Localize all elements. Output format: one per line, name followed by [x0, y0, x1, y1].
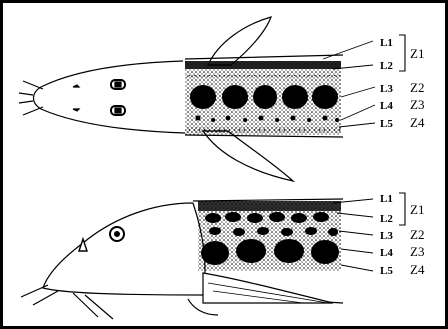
dorsal-bracket — [399, 35, 405, 71]
barbel-lower — [23, 107, 43, 115]
side-label-L3: L3 — [380, 230, 393, 242]
lateral-bracket — [399, 193, 405, 225]
lateral-head — [43, 203, 203, 295]
barbel-4 — [85, 295, 113, 319]
side-label-Z1: Z1 — [410, 202, 424, 217]
dorsal-head — [34, 61, 186, 133]
top-label-L5: L5 — [380, 118, 393, 130]
barbel-1 — [21, 285, 48, 297]
top-label-L2: L2 — [380, 60, 393, 72]
dorsal-view — [19, 17, 405, 181]
side-label-L4: L4 — [380, 247, 393, 259]
side-label-L2: L2 — [380, 213, 393, 225]
barbel-2 — [33, 291, 58, 305]
side-label-Z3: Z3 — [410, 244, 424, 259]
top-label-Z3: Z3 — [410, 97, 424, 112]
top-label-L1: L1 — [380, 37, 393, 49]
top-label-L3: L3 — [380, 83, 393, 95]
barbel-3 — [73, 293, 98, 317]
side-label-Z4: Z4 — [410, 262, 425, 277]
barbel-upper — [23, 81, 43, 89]
pectoral-fin-lower — [203, 131, 293, 181]
side-label-Z2: Z2 — [410, 227, 424, 242]
top-label-Z2: Z2 — [410, 80, 424, 95]
side-label-L1: L1 — [380, 193, 393, 205]
top-label-L4: L4 — [380, 100, 393, 112]
top-label-Z1: Z1 — [410, 46, 424, 61]
lateral-view — [21, 193, 405, 319]
fish-diagram: L1 L2 L3 L4 L5 Z1 Z2 Z3 Z4 — [3, 3, 445, 326]
dorsal-blotches — [190, 85, 338, 109]
top-label-Z4: Z4 — [410, 115, 425, 130]
side-label-L5: L5 — [380, 265, 393, 277]
